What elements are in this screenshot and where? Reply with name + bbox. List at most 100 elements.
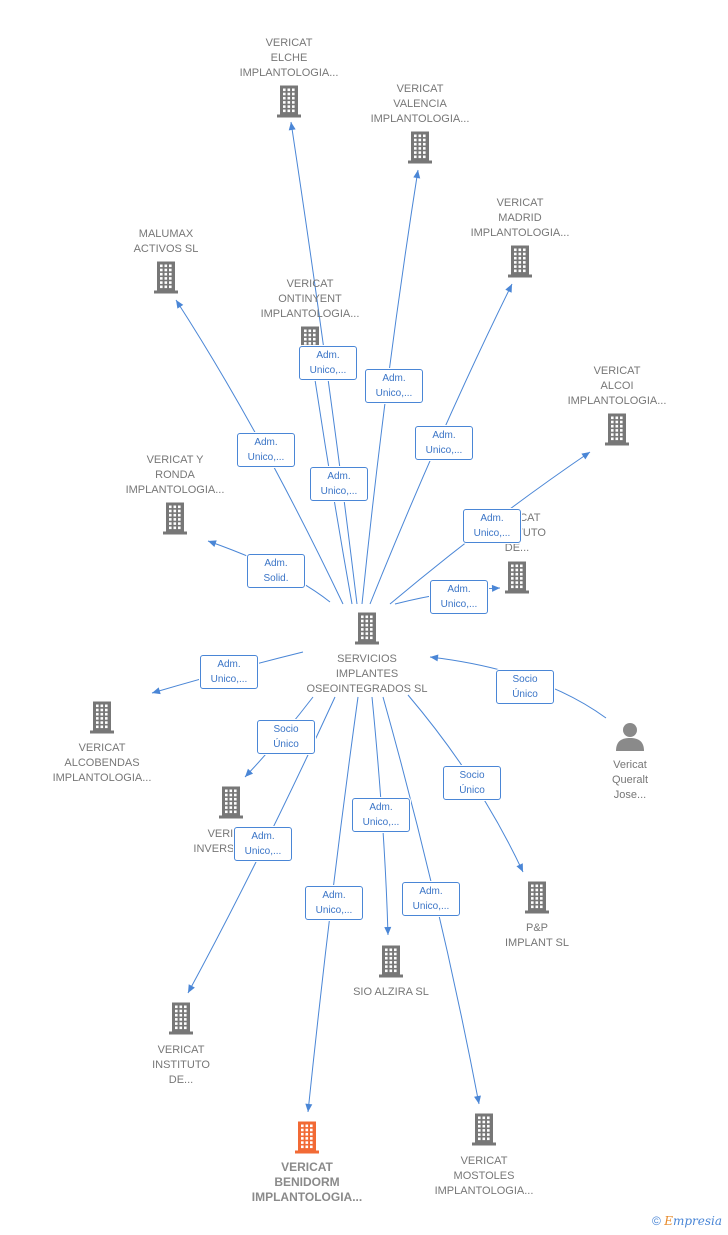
node-label-line: VERICAT xyxy=(396,83,444,95)
relation-label-line: Unico,... xyxy=(315,905,353,916)
person-icon xyxy=(616,723,644,751)
relation-label-line: Adm. xyxy=(254,437,278,448)
relation-label-line: Adm. xyxy=(217,659,241,670)
relation-label-line: Solid. xyxy=(263,573,289,584)
brand-name: mpresia xyxy=(672,1214,723,1228)
building-icon xyxy=(163,502,187,535)
relation-badge-instituto[interactable]: Adm.Unico,... xyxy=(234,827,292,861)
relation-badge-alcobendas[interactable]: Adm. Unico,... xyxy=(200,655,258,689)
relation-badge-alzira[interactable]: Adm.Unico,... xyxy=(352,798,410,832)
node-label-line: VERICAT xyxy=(496,197,544,209)
e-malumax-arrowhead xyxy=(176,300,184,309)
relation-badge-ontinyent[interactable]: Adm. Unico,... xyxy=(299,346,357,380)
relation-label-line: Adm. xyxy=(264,558,288,569)
e-ronda-arrowhead xyxy=(208,540,217,547)
node-label-line: IMPLANTOLOGIA... xyxy=(434,1185,534,1197)
relation-badge-malumax[interactable]: Adm. Unico,... xyxy=(237,433,295,467)
node-label-line: VERICAT xyxy=(265,37,313,49)
e-alzira-arrowhead xyxy=(384,926,392,935)
relation-badge-madrid[interactable]: Adm.Unico,... xyxy=(415,426,473,460)
building-icon xyxy=(219,786,243,819)
node-label-line: IMPLANTOLOGIA... xyxy=(125,484,225,496)
node-label-line: VERICAT Y xyxy=(146,454,204,466)
e-alcoi-arrowhead xyxy=(581,452,590,460)
node-label-line: Jose... xyxy=(613,789,647,801)
e-valencia-arrowhead xyxy=(413,170,421,179)
node-label-line: VERICAT xyxy=(286,278,334,290)
empresia-logo[interactable]: © Empresia xyxy=(652,1214,722,1228)
node-label-line: ONTINYENT xyxy=(278,293,342,305)
node-label-line: IMPLANTOLOGIA... xyxy=(567,395,667,407)
e-person-arrowhead xyxy=(430,654,439,662)
relation-badge-benidorm[interactable]: Adm.Unico,... xyxy=(305,886,363,920)
e-alcobendas-arrowhead xyxy=(152,687,161,695)
target-building-icon xyxy=(295,1121,319,1154)
node-label-line: P&P xyxy=(525,922,548,934)
node-label-line: ELCHE xyxy=(270,52,308,64)
node-label-line: SERVICIOS xyxy=(337,653,397,665)
node-label: P&P IMPLANT SL xyxy=(457,921,617,951)
node-label-line: MOSTOLES xyxy=(453,1170,515,1182)
relation-label-line: Unico,... xyxy=(309,365,347,376)
building-icon xyxy=(277,85,301,118)
relation-badge-elche[interactable]: Adm. Unico,... xyxy=(310,467,368,501)
node-label-line: VALENCIA xyxy=(393,98,447,110)
node-label-line: DE... xyxy=(168,1074,194,1086)
e-mostoles-arrowhead xyxy=(474,1095,481,1104)
node-label-line: INSTITUTO xyxy=(152,1059,210,1071)
e-benidorm-arrowhead xyxy=(305,1103,313,1112)
node-label-line: VERICAT xyxy=(460,1155,508,1167)
e-pp-arrowhead xyxy=(516,863,523,872)
relation-label-line: Unico,... xyxy=(247,452,285,463)
node-label-line: IMPLANTOLOGIA... xyxy=(470,227,570,239)
e-elche-arrowhead xyxy=(288,122,296,131)
building-icon xyxy=(605,413,629,446)
relation-badge-mostoles[interactable]: Adm.Unico,... xyxy=(402,882,460,916)
relation-label-line: Adm. xyxy=(382,373,406,384)
brand-initial: E xyxy=(664,1214,673,1228)
relation-label-line: Unico,... xyxy=(210,674,248,685)
node-label-line: IMPLANT SL xyxy=(505,937,569,949)
relation-label-line: Socio xyxy=(459,770,485,781)
relation-label-line: Unico,... xyxy=(320,486,358,497)
node-label-line: ALCOI xyxy=(600,380,634,392)
relation-label-line: Único xyxy=(273,739,299,750)
node-label-line: MALUMAX xyxy=(138,228,194,240)
relation-label-line: Adm. xyxy=(369,802,393,813)
relation-label-line: Unico,... xyxy=(412,901,450,912)
relation-label-line: Unico,... xyxy=(375,388,413,399)
node-label-line: VERICAT xyxy=(78,742,126,754)
relation-label-line: Adm. xyxy=(251,831,275,842)
relation-label-line: Adm. xyxy=(316,350,340,361)
relation-badge-instituto2[interactable]: Adm.Unico,... xyxy=(430,580,488,614)
relation-badge-valencia[interactable]: Adm. Unico,... xyxy=(365,369,423,403)
node-label-line: IMPLANTES xyxy=(335,668,399,680)
node-label: VERICAT MOSTOLES IMPLANTOLOGIA... xyxy=(404,1154,564,1199)
relation-badge-alcoi[interactable]: Adm.Unico,... xyxy=(463,509,521,543)
relation-label-line: Adm. xyxy=(327,471,351,482)
node-label-line: BENIDORM xyxy=(274,1175,340,1189)
relation-label-line: Adm. xyxy=(432,430,456,441)
node-label-line: Queralt xyxy=(611,774,649,786)
node-label-line: MADRID xyxy=(498,212,542,224)
node-label-line: RONDA xyxy=(155,469,195,481)
e-instituto-arrowhead xyxy=(188,984,195,993)
e-instituto2-arrowhead xyxy=(491,584,500,592)
building-icon xyxy=(169,1002,193,1035)
relation-badge-ronda[interactable]: Adm. Solid. xyxy=(247,554,305,588)
relation-label-line: Único xyxy=(459,785,485,796)
node-label: VERICAT Y RONDA IMPLANTOLOGIA... xyxy=(95,453,255,498)
copyright-symbol: © xyxy=(652,1214,661,1228)
node-label-line: ALCOBENDAS xyxy=(64,757,140,769)
relation-label-line: Unico,... xyxy=(473,528,511,539)
node-label-line: VERICAT xyxy=(281,1160,333,1174)
